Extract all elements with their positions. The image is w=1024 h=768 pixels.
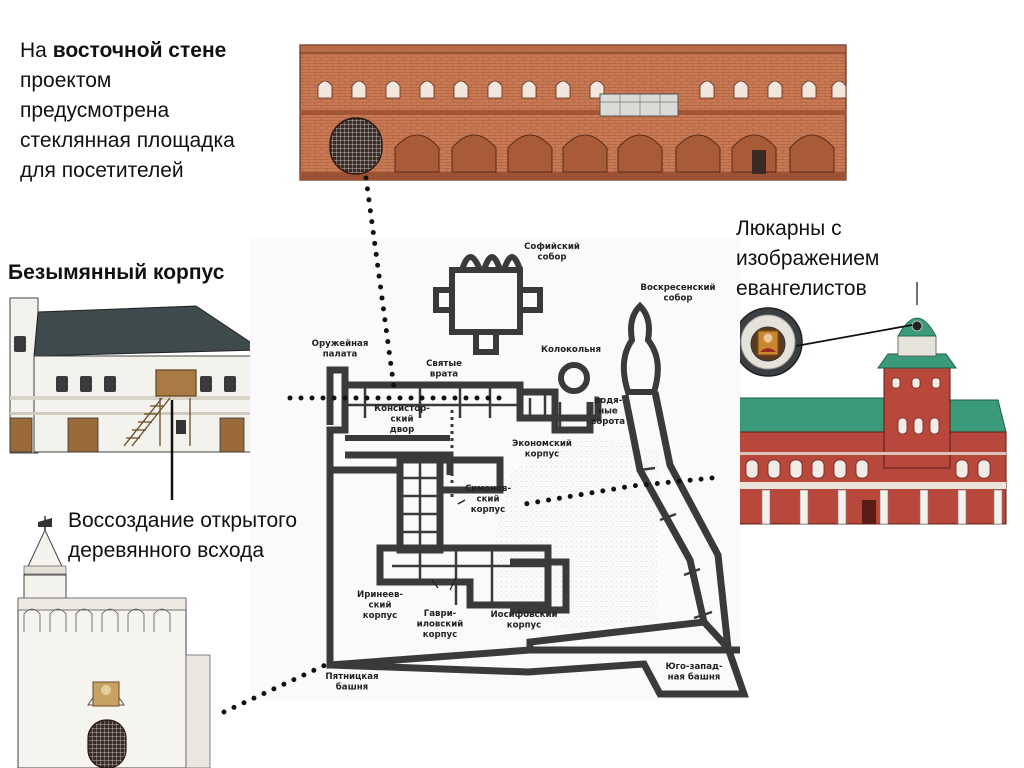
leader-lines	[221, 175, 715, 715]
caption-line: Воссоздание открытого	[68, 509, 298, 532]
tower-window	[931, 377, 941, 389]
wall-arch	[451, 134, 497, 173]
plan-label-belfry: Колокольня	[541, 345, 601, 355]
wall-window	[419, 80, 435, 99]
wall-window	[351, 80, 367, 99]
arcade-pillar	[919, 489, 929, 525]
caption-bold: восточной стене	[52, 39, 227, 62]
building-window	[224, 376, 236, 392]
glass-platform	[599, 93, 679, 117]
wall-window	[317, 80, 333, 99]
wall-arch	[789, 134, 835, 173]
caption-line: деревянного всхода	[68, 539, 265, 562]
caption-line: евангелистов	[736, 277, 867, 300]
merlon	[153, 608, 171, 632]
wall-arch	[675, 134, 721, 173]
red-building-window	[811, 459, 825, 479]
red-building-window	[855, 459, 869, 479]
belfry-plan	[558, 362, 590, 394]
gate-grille	[329, 117, 383, 175]
red-building-window	[977, 459, 991, 479]
resurrection-cathedral-plan	[620, 301, 661, 395]
red-building-window	[833, 459, 847, 479]
wall-window	[521, 80, 537, 99]
wall-arch	[562, 134, 608, 173]
caption-line: Люкарны с	[736, 217, 842, 240]
nameless-building-caption: Безымянный корпус	[8, 261, 225, 284]
building-window	[200, 376, 212, 392]
wall-window	[733, 80, 749, 99]
tower-window	[929, 417, 940, 435]
merlon	[127, 608, 145, 632]
wall-arch	[507, 134, 553, 173]
site-plan	[250, 238, 749, 700]
red-building-window	[745, 459, 759, 479]
tower-window	[913, 417, 924, 435]
wall-window	[767, 80, 783, 99]
red-building-window	[955, 459, 969, 479]
wall-window	[453, 80, 469, 99]
building-window	[14, 336, 26, 352]
tower-window	[891, 377, 901, 389]
arcade-pillar	[837, 489, 847, 525]
arcade-pillar	[879, 489, 889, 525]
wall-window	[831, 80, 847, 99]
wall-window	[385, 80, 401, 99]
merlon	[101, 608, 119, 632]
nameless-building-elevation	[9, 297, 287, 454]
wall-window	[699, 80, 715, 99]
arcade-pillar	[799, 489, 809, 525]
wall-window	[801, 80, 817, 99]
caption-line: стеклянная площадка	[20, 129, 235, 152]
merlon	[75, 608, 93, 632]
inner-courtyard	[492, 436, 660, 630]
red-building-elevation	[699, 282, 1007, 525]
east-wall-caption: На восточной стене проектом предусмотрен…	[20, 36, 235, 186]
caption-prefix: На	[20, 39, 53, 62]
gate-tower-elevation	[17, 516, 211, 768]
building-window	[80, 376, 92, 392]
red-building-window	[767, 459, 781, 479]
arcade-pillar	[761, 489, 771, 525]
sofia-cathedral-plan	[433, 254, 543, 355]
east-wall-elevation	[299, 44, 847, 181]
arcade-pillar	[993, 489, 1003, 525]
wall-arch	[617, 134, 663, 173]
wall-window	[555, 80, 571, 99]
building-window	[56, 376, 68, 392]
building-window	[104, 376, 116, 392]
wall-arch	[394, 134, 440, 173]
arcade-pillar	[957, 489, 967, 525]
tower-window	[911, 377, 921, 389]
caption-line: для посетителей	[20, 159, 184, 182]
stairs-caption: Воссоздание открытого деревянного всхода	[68, 506, 297, 566]
red-building-window	[789, 459, 803, 479]
caption-line: предусмотрена	[20, 99, 170, 122]
wooden-stairs	[123, 369, 197, 447]
merlon	[23, 608, 41, 632]
plan-label-southwest: Юго-запад-ная башня	[665, 662, 723, 683]
tower-window	[897, 417, 908, 435]
caption-line: изображением	[736, 247, 880, 270]
lucarnes-caption: Люкарны с изображением евангелистов	[736, 214, 879, 304]
wall-window	[487, 80, 503, 99]
caption-line: проектом	[20, 69, 112, 92]
merlon	[49, 608, 67, 632]
